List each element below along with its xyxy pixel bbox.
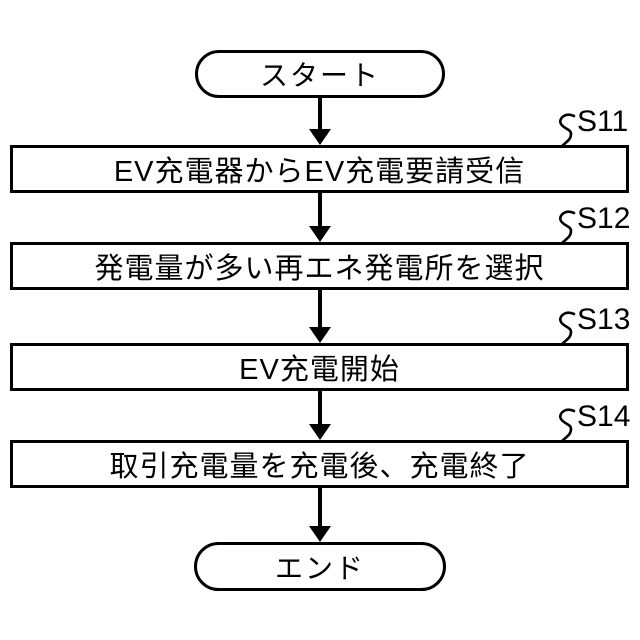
arrow-s13-to-s14 (318, 391, 322, 428)
process-box-s11-label: EV充電器からEV充電要請受信 (113, 156, 526, 188)
process-box-s12-label: 発電量が多い再エネ発電所を選択 (94, 253, 545, 285)
process-box-s13: EV充電開始 (10, 343, 629, 391)
process-box-s12: 発電量が多い再エネ発電所を選択 (10, 242, 629, 290)
end-node: エンド (194, 542, 446, 591)
process-box-s11: EV充電器からEV充電要請受信 (10, 145, 629, 193)
end-node-label: エンド (274, 552, 365, 584)
process-box-s14-label: 取引充電量を充電後、充電終了 (109, 451, 530, 483)
arrowhead-down-icon (309, 526, 331, 542)
process-box-s13-label: EV充電開始 (239, 354, 400, 386)
arrow-s12-to-s13 (318, 290, 322, 331)
lead-line-squiggle-s13 (559, 311, 576, 345)
arrow-s14-to-end (318, 488, 322, 530)
start-node-label: スタート (259, 60, 380, 91)
arrow-s11-to-s12 (318, 193, 322, 230)
start-node: スタート (195, 50, 445, 98)
step-ref-s13: S13 (577, 303, 631, 336)
arrowhead-down-icon (309, 226, 331, 242)
step-ref-s14: S14 (577, 400, 631, 433)
lead-line-squiggle-s12 (559, 210, 576, 244)
process-box-s14: 取引充電量を充電後、充電終了 (10, 440, 629, 488)
step-ref-s12: S12 (577, 202, 631, 235)
lead-line-squiggle-s11 (559, 113, 576, 147)
arrowhead-down-icon (309, 327, 331, 343)
arrowhead-down-icon (309, 424, 331, 440)
lead-line-squiggle-s14 (559, 408, 576, 442)
arrow-start-to-s11 (318, 97, 322, 133)
arrowhead-down-icon (309, 129, 331, 145)
step-ref-s11: S11 (577, 105, 629, 138)
